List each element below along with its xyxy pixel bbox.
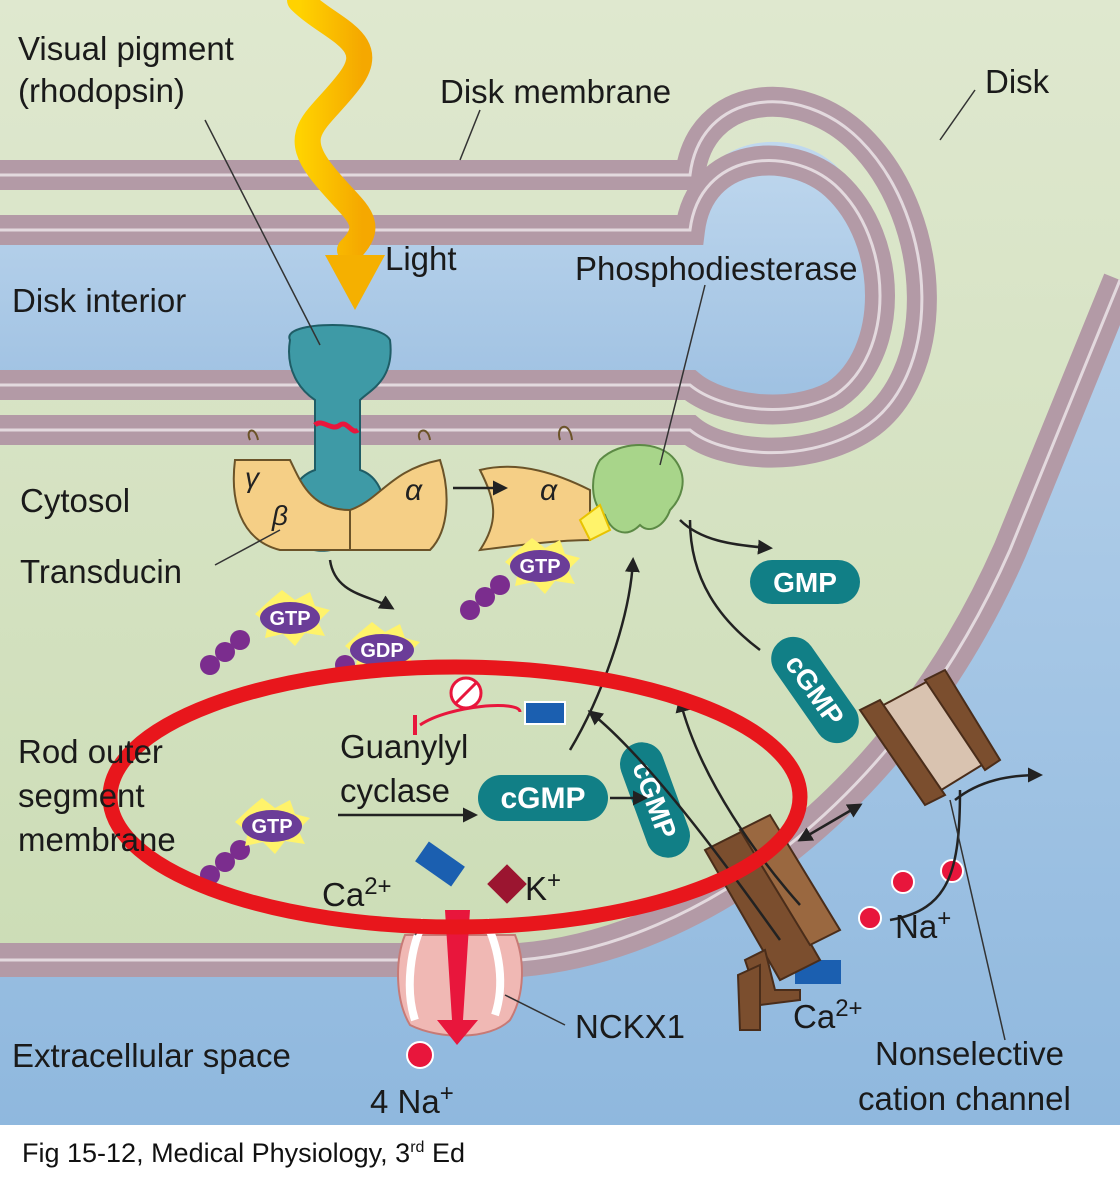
label-na-ion: Na+ [895, 900, 951, 946]
inhibition-symbol [413, 676, 522, 735]
sodium-ions [406, 859, 964, 1069]
ca2-left-charge: 2+ [364, 873, 392, 900]
ca2-left-symbol: Ca [322, 876, 365, 913]
label-rod-outer-2: segment [18, 777, 145, 814]
cgmp-badge-center-text: cGMP [500, 782, 585, 815]
label-rhodopsin: (rhodopsin) [18, 72, 185, 109]
gtp-badge-3-text: GTP [251, 816, 292, 838]
label-disk: Disk [985, 63, 1050, 100]
light-arrowhead [325, 255, 385, 310]
calcium-ion-top [524, 701, 566, 725]
caption-text: Fig 15-12, Medical Physiology, 3 [22, 1138, 411, 1168]
label-rod-outer-1: Rod outer [18, 733, 163, 770]
gtp-chain-3 [200, 840, 250, 885]
label-extracellular: Extracellular space [12, 1037, 291, 1074]
highlight-ellipse [102, 659, 808, 935]
gtp-chain-2 [460, 575, 510, 620]
ca2-right-symbol: Ca [793, 998, 836, 1035]
four-na-symbol: 4 Na [370, 1083, 440, 1120]
calcium-ion-left [415, 841, 465, 887]
label-nckx1: NCKX1 [575, 1008, 686, 1045]
label-visual-pigment: Visual pigment [18, 30, 234, 67]
label-light: Light [385, 240, 457, 277]
k-ion-symbol: K [525, 870, 548, 907]
figure-caption: Fig 15-12, Medical Physiology, 3rd Ed [22, 1138, 465, 1169]
label-nonselective-1: Nonselective [875, 1035, 1064, 1072]
label-cyclase: cyclase [340, 772, 451, 809]
nonselective-channel [858, 668, 1002, 807]
na-ion-charge: + [937, 905, 952, 932]
potassium-ion [487, 864, 527, 904]
gamma-label: γ [245, 462, 261, 493]
four-na-charge: + [439, 1080, 454, 1107]
light-ray [287, 0, 376, 263]
label-phosphodiesterase: Phosphodiesterase [575, 250, 858, 287]
gtp-badge-2-text: GTP [519, 556, 560, 578]
alpha-label-1: α [405, 474, 423, 507]
alpha-label-2: α [540, 474, 558, 507]
k-ion-charge: + [547, 867, 562, 894]
gtp-badge-3: GTP [235, 798, 310, 854]
caption-sup: rd [410, 1139, 425, 1156]
label-four-na: 4 Na+ [370, 1075, 454, 1121]
phosphodiesterase-enzyme [578, 444, 684, 542]
transducin-complex [232, 429, 448, 551]
leader-lines [204, 89, 1006, 1041]
label-cytosol: Cytosol [20, 482, 131, 519]
label-k-ion: K+ [525, 862, 561, 908]
label-nonselective-2: cation channel [858, 1080, 1071, 1117]
phototransduction-diagram: GTP GTP GDP GTP GMP cGMP cGMP cGMP [0, 0, 1120, 1125]
label-transducin: Transducin [20, 553, 183, 590]
gdp-badge-text: GDP [360, 640, 403, 662]
caption-end: Ed [424, 1138, 465, 1168]
gtp-badge-1-text: GTP [269, 608, 310, 630]
beta-label: β [271, 500, 288, 531]
gmp-badge-text: GMP [773, 567, 837, 598]
disk-interior-region [0, 141, 885, 419]
label-ca2-right: Ca2+ [793, 990, 863, 1036]
label-disk-membrane: Disk membrane [440, 73, 672, 110]
gmp-badge: GMP [750, 560, 860, 604]
label-disk-interior: Disk interior [12, 282, 187, 319]
pathway-arrows [328, 480, 1043, 941]
na-ion-symbol: Na [895, 908, 938, 945]
ca2-right-charge: 2+ [835, 995, 863, 1022]
cgmp-badge-center: cGMP [478, 775, 608, 821]
extracellular-region [0, 300, 1120, 1125]
label-guanylyl: Guanylyl [340, 728, 469, 765]
gtp-badge-1: GTP [255, 590, 330, 646]
gtp-chain-1 [200, 630, 250, 675]
label-rod-outer-3: membrane [18, 821, 176, 858]
gtp-badge-2: GTP [505, 538, 580, 594]
label-ca2-left: Ca2+ [322, 868, 392, 914]
